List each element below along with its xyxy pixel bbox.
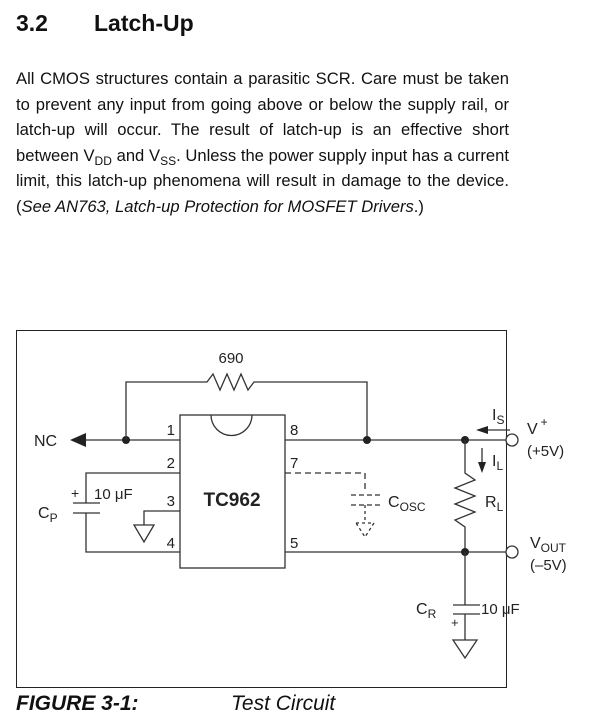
pin3-ground-icon xyxy=(132,524,156,544)
ic-notch xyxy=(210,414,253,437)
vplus-value: (+5V) xyxy=(527,443,564,460)
is-label: IS xyxy=(492,407,504,427)
para-text-1: All CMOS structures contain a parasitic … xyxy=(16,69,509,165)
vout-value: (–5V) xyxy=(530,557,567,574)
is-arrow-icon xyxy=(476,426,488,434)
wire-pin4 xyxy=(85,513,180,553)
load-resistor xyxy=(453,440,477,552)
body-paragraph: All CMOS structures contain a parasitic … xyxy=(16,66,509,219)
cp-label: CP xyxy=(38,505,58,525)
rl-label: RL xyxy=(485,494,504,514)
nc-arrow-icon xyxy=(70,433,86,447)
pin-4-label: 4 xyxy=(167,535,175,552)
pin-3-label: 3 xyxy=(167,493,175,510)
pin-8-label: 8 xyxy=(290,422,298,439)
vout-terminal xyxy=(505,545,519,559)
figure-label: FIGURE 3-1: xyxy=(16,692,139,715)
para-text-4: .) xyxy=(413,196,424,216)
il-label: IL xyxy=(492,453,503,473)
section-title: Latch-Up xyxy=(94,10,194,36)
app-note-reference: See AN763, Latch-up Protection for MOSFE… xyxy=(21,196,414,216)
section-number: 3.2 xyxy=(16,10,48,36)
para-text-3: . Unless the power supply input has a cu… xyxy=(16,145,509,216)
feedback-resistor-value: 690 xyxy=(218,350,243,367)
vout-label: VOUT xyxy=(530,535,567,555)
nc-label: NC xyxy=(34,433,57,450)
cr-label: CR xyxy=(416,601,437,621)
cr-polarity: + xyxy=(451,615,459,630)
junction-pin8 xyxy=(363,436,371,444)
pin-5-label: 5 xyxy=(290,535,298,552)
il-arrow-icon xyxy=(478,462,486,473)
cr-value: 10 μF xyxy=(481,601,520,618)
cosc-label: COSC xyxy=(388,494,426,514)
figure-title: Test Circuit xyxy=(231,692,336,715)
cosc-ground-icon xyxy=(354,522,376,539)
wire-pin3 xyxy=(143,510,180,525)
figure-caption: FIGURE 3-1: Test Circuit xyxy=(16,692,335,716)
ic-label: TC962 xyxy=(203,490,260,511)
vdd-subscript: DD xyxy=(94,153,112,168)
cr-ground-icon xyxy=(451,639,479,660)
wire-pin7-dashed xyxy=(285,472,366,492)
pin-1-label: 1 xyxy=(167,422,175,439)
cp-polarity: + xyxy=(71,485,79,501)
section-heading: 3.2 Latch-Up xyxy=(16,10,194,37)
vplus-label: V+ xyxy=(527,415,548,438)
ic-body xyxy=(179,414,286,569)
cp-value: 10 μF xyxy=(94,486,133,503)
vplus-terminal xyxy=(505,433,519,447)
vss-subscript: SS xyxy=(160,153,177,168)
pin-2-label: 2 xyxy=(167,455,175,472)
wire-pin2 xyxy=(85,472,180,503)
feedback-resistor xyxy=(125,372,368,440)
para-text-2: and V xyxy=(111,145,161,165)
figure-frame xyxy=(16,330,507,688)
pin-7-label: 7 xyxy=(290,455,298,472)
